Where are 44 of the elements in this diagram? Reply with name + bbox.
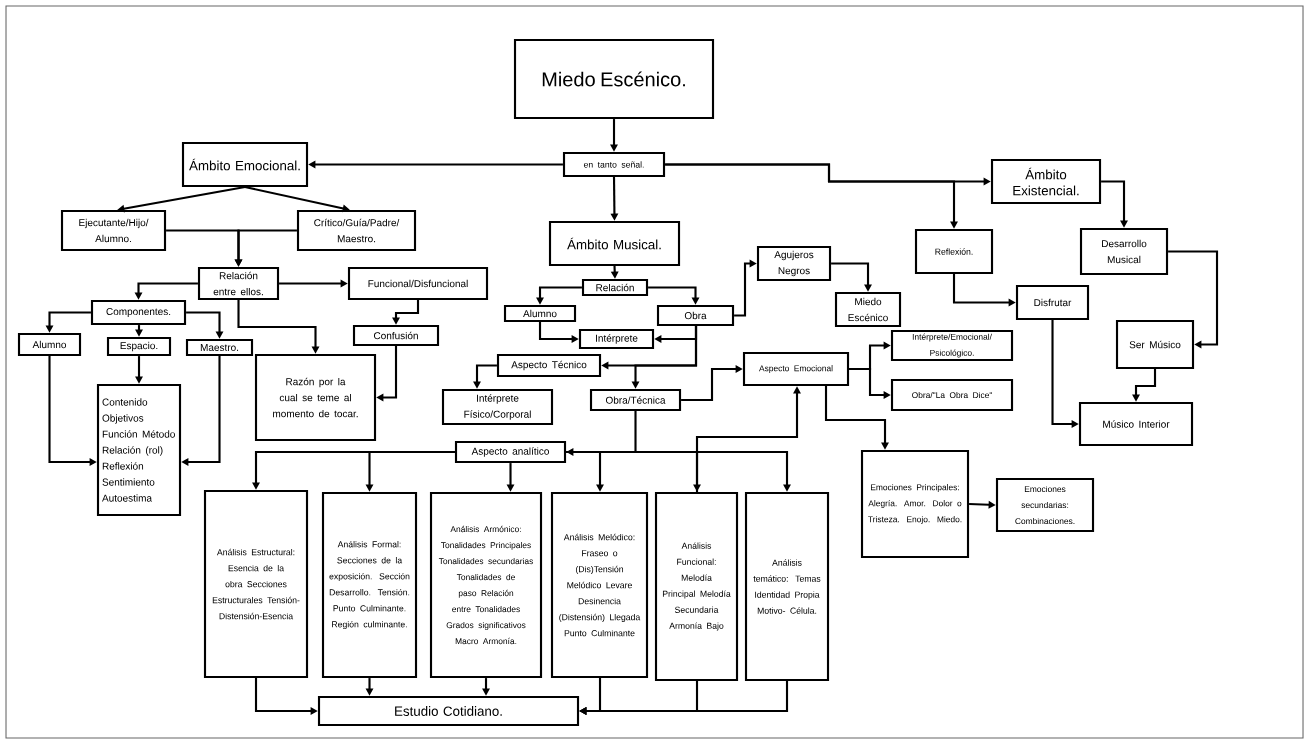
concept-box: Confusión: [352, 324, 440, 347]
concept-box: Estudio Cotidiano.: [317, 695, 580, 727]
concept-box: Intérprete/Emocional/ Psicológico.: [890, 329, 1014, 362]
concept-box: Músico Interior: [1078, 401, 1194, 447]
concept-box: Ámbito Emocional.: [181, 141, 309, 188]
title-box: Miedo Escénico.: [513, 38, 715, 120]
concept-box: Análisis Funcional: Melodía Principal Melodía Secundaria Armonía Bajo: [654, 491, 739, 682]
concept-box: Desarrollo Musical: [1079, 227, 1169, 276]
concept-box: Análisis temático: Temas Identidad Propia Motivo- Célula.: [744, 491, 830, 682]
concept-box: Relación: [581, 278, 649, 297]
concept-box: Obra: [656, 304, 735, 327]
concept-box: Análisis Estructural: Esencia de la obra Secciones Estructurales Tensión- Distensión-Esencia: [203, 489, 309, 679]
concept-box: Relación entre ellos.: [197, 266, 280, 301]
concept-box: Ejecutante/Hijo/ Alumno.: [60, 209, 167, 252]
concept-box: Funcional/Disfuncional: [347, 266, 489, 301]
concept-box: Análisis Melódico: Fraseo o (Dis)Tensión Melódico Levare Desinencia (Distensión) Llegada Punto Culminante: [550, 491, 649, 679]
concept-box: Disfrutar: [1015, 284, 1090, 321]
concept-box: Aspecto Emocional: [742, 351, 850, 387]
concept-box: Ámbito Existencial.: [990, 158, 1102, 205]
concept-box: Emociones secundarias: Combinaciones.: [995, 477, 1095, 533]
concept-box: Maestro.: [185, 338, 254, 357]
concept-box: Agujeros Negros: [756, 245, 832, 282]
concept-box: Alumno: [17, 332, 82, 357]
concept-box: Alumno: [503, 304, 577, 323]
concept-box: Componentes.: [90, 299, 187, 326]
concept-box: Ámbito Musical.: [548, 220, 681, 267]
concept-box: Aspecto analítico: [454, 440, 567, 464]
arrow: [1168, 250, 1219, 349]
concept-box: Obra/"La Obra Dice": [890, 378, 1014, 412]
concept-box: Contenido Objetivos Función Método Relación (rol) Reflexión Sentimiento Autoestima: [96, 383, 182, 517]
concept-box: Crítico/Guía/Padre/ Maestro.: [296, 209, 417, 252]
concept-box: Miedo Escénico: [834, 291, 902, 328]
concept-box: Emociones Principales: Alegría. Amor. Dolor o Tristeza. Enojo. Miedo.: [860, 449, 970, 559]
concept-box: Intérprete: [578, 328, 655, 350]
concept-box: Obra/Técnica: [589, 388, 682, 412]
concept-box: Reflexión.: [914, 228, 994, 275]
concept-box: Análisis Armónico: Tonalidades Principales Tonalidades secundarias Tonalidades de paso Relación entre Tonalidades Grados significativos Macro Armonía.: [429, 491, 543, 679]
concept-box: en tanto señal.: [562, 151, 666, 178]
concept-box: Ser Músico: [1115, 319, 1195, 370]
concept-box: Razón por la cual se teme al momento de tocar.: [254, 353, 377, 442]
concept-box: Espacio.: [106, 336, 172, 357]
concept-box: Aspecto Técnico: [496, 353, 602, 378]
concept-box: Análisis Formal: Secciones de la exposición. Sección Desarrollo. Tensión. Punto Culminante. Región culminante.: [321, 491, 418, 679]
concept-box: Intérprete Físico/Corporal: [441, 388, 554, 426]
